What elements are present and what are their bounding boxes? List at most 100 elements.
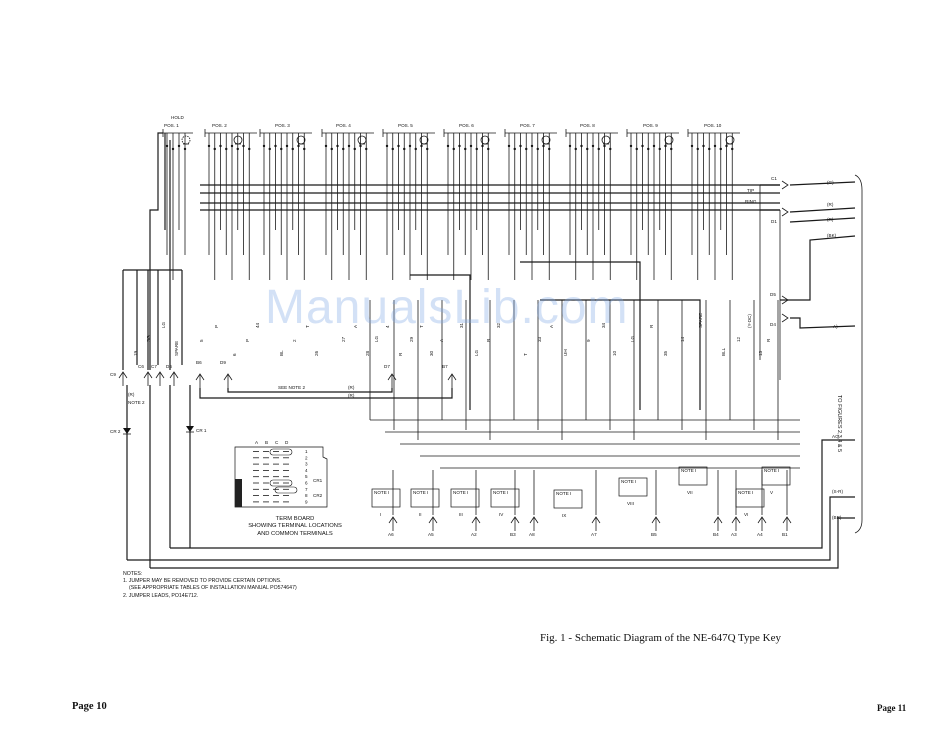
term-board-outline <box>234 446 328 508</box>
conn-d5 <box>781 295 789 305</box>
conn-d1 <box>781 207 789 217</box>
d1-label: D1 <box>771 219 777 224</box>
term-col-A: A <box>255 440 259 445</box>
hold-lead <box>149 132 163 370</box>
lamp-8 <box>601 135 611 145</box>
vert-label-43: R <box>766 338 771 342</box>
vert-label-26: 32 <box>496 322 501 328</box>
roman-label-0: I <box>380 512 381 517</box>
term-row-1: 1 <box>305 449 308 454</box>
term-row-9: 9 <box>305 499 308 504</box>
vert-label-17: 4 <box>385 325 390 328</box>
r2-line <box>789 217 856 223</box>
term-board-caption-3: AND COMMON TERMINALS <box>257 530 333 537</box>
lamp-10 <box>725 135 735 145</box>
cr2-label: CR 2 <box>110 429 121 434</box>
jumper-2 <box>199 388 453 399</box>
term-row-7: 7 <box>305 487 308 492</box>
mid-bus-2 <box>520 261 641 410</box>
vert-label-23: 31 <box>459 322 464 328</box>
terminal-label-3: B3 <box>510 532 516 537</box>
vert-label-6: 6 <box>232 353 237 356</box>
vert-label-37: 14 <box>680 336 685 342</box>
d5-label: D5 <box>770 292 776 297</box>
key-bank-group <box>165 135 735 151</box>
d6-label: D6 <box>166 364 172 369</box>
pos-label-6: POS. 6 <box>459 123 474 128</box>
return-br <box>150 517 855 569</box>
hold-label: HOLD <box>171 115 184 120</box>
term-col-D: D <box>285 440 289 445</box>
notes-line-1: 1. JUMPER MAY BE REMOVED TO PROVIDE CERT… <box>123 578 282 585</box>
vert-label-31: 9 <box>586 339 591 342</box>
vert-label-22: A <box>439 338 444 342</box>
term-cr1: CR1 <box>313 478 323 483</box>
note-box-3 <box>490 488 520 508</box>
term-board-caption-2: SHOWING TERMINAL LOCATIONS <box>248 523 342 530</box>
vert-label-1: SG <box>146 335 151 342</box>
br-label: (BR) <box>832 515 842 520</box>
term-row-4: 4 <box>305 468 308 473</box>
terminal-label-6: B5 <box>651 532 657 537</box>
term-col-C: C <box>275 440 279 445</box>
r2-label: (R) <box>827 217 834 222</box>
vert-label-40: 12 <box>736 336 741 342</box>
note-box-label-4: NOTE I <box>556 491 571 496</box>
d9-label: D9 <box>220 360 226 365</box>
conn-d4 <box>781 313 789 323</box>
terminal-label-2: A2 <box>471 532 477 537</box>
vert-label-35: R <box>649 324 654 328</box>
right-bracket <box>854 174 863 534</box>
vert-label-30: UH <box>563 349 568 356</box>
g-label: (G) <box>827 180 834 185</box>
vert-label-20: T <box>419 325 424 328</box>
b6-label: B6 <box>196 360 202 365</box>
note-box-label-8: NOTE I <box>764 468 779 473</box>
figure-caption: Fig. 1 - Schematic Diagram of the NE-647… <box>540 632 781 644</box>
note-box-label-7: NOTE I <box>738 490 753 495</box>
vert-label-8: 44 <box>255 322 260 328</box>
mid-bus-3 <box>540 299 701 410</box>
note-box-label-0: NOTE I <box>374 490 389 495</box>
roman-label-4: IX <box>562 513 566 518</box>
vert-label-16: LG <box>374 335 379 342</box>
a-line <box>790 317 856 329</box>
note-box-label-5: NOTE I <box>621 479 636 484</box>
vert-label-19: 29 <box>409 336 414 342</box>
vert-label-32: 34 <box>601 322 606 328</box>
return-ag <box>170 439 855 549</box>
pos-label-4: POS. 4 <box>336 123 351 128</box>
term-col-B: B <box>265 440 268 445</box>
vert-label-42: 13 <box>758 350 763 356</box>
bk-label: (BK) <box>827 233 837 238</box>
r-label: (R) <box>827 202 834 207</box>
side-label: TO FIGURES 2,3,4 & 5 <box>836 395 842 453</box>
g-line <box>789 181 856 186</box>
vert-label-24: LG <box>474 349 479 356</box>
vert-label-5: P <box>214 325 219 328</box>
c9-label: C9 <box>110 372 116 377</box>
vert-label-21: 30 <box>429 350 434 356</box>
term-row-2: 2 <box>305 455 308 460</box>
term-row-5: 5 <box>305 474 308 479</box>
vert-label-18: R <box>398 352 403 356</box>
terminal-label-7: B4 <box>713 532 719 537</box>
vert-label-0: 19 <box>133 350 138 356</box>
r-lead1-label: (R) <box>348 385 355 390</box>
note-box-4 <box>553 489 583 509</box>
note-box-5 <box>618 477 648 497</box>
vert-label-28: 33 <box>537 336 542 342</box>
vert-label-33: 10 <box>612 350 617 356</box>
pos-label-1: POS. 1 <box>164 123 179 128</box>
diode-cr1 <box>186 426 194 432</box>
page-number-left: Page 10 <box>72 701 107 712</box>
terminal-label-1: A5 <box>428 532 434 537</box>
c1-label: C1 <box>771 176 777 181</box>
term-cr2: CR2 <box>313 493 323 498</box>
roman-label-7: VI <box>744 512 748 517</box>
lamp-1 <box>181 135 191 145</box>
roman-label-5: VIII <box>627 501 634 506</box>
vert-label-41: (Y-DC) <box>747 314 752 328</box>
